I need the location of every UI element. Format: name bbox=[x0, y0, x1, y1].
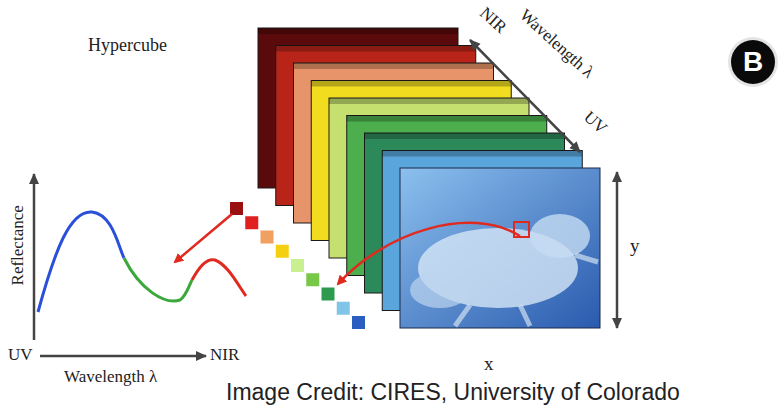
axis-label: NIR bbox=[475, 4, 509, 37]
badge-circle: B bbox=[731, 40, 775, 84]
diagram-title: Hypercube bbox=[88, 36, 167, 56]
axis-label: x bbox=[484, 354, 494, 375]
axis-label: Wavelength λ bbox=[64, 368, 157, 387]
axis-label: y bbox=[630, 236, 640, 257]
badge-letter: B bbox=[743, 48, 763, 76]
axis-label: NIR bbox=[210, 346, 239, 365]
pixel-spectrum bbox=[230, 202, 365, 329]
axis-label: UV bbox=[8, 346, 33, 365]
axis-label: Reflectance bbox=[9, 197, 28, 293]
image-credit: Image Credit: CIRES, University of Color… bbox=[226, 380, 680, 405]
axis-label: UV bbox=[579, 108, 610, 138]
axis-label: Wavelength λ bbox=[515, 6, 597, 82]
